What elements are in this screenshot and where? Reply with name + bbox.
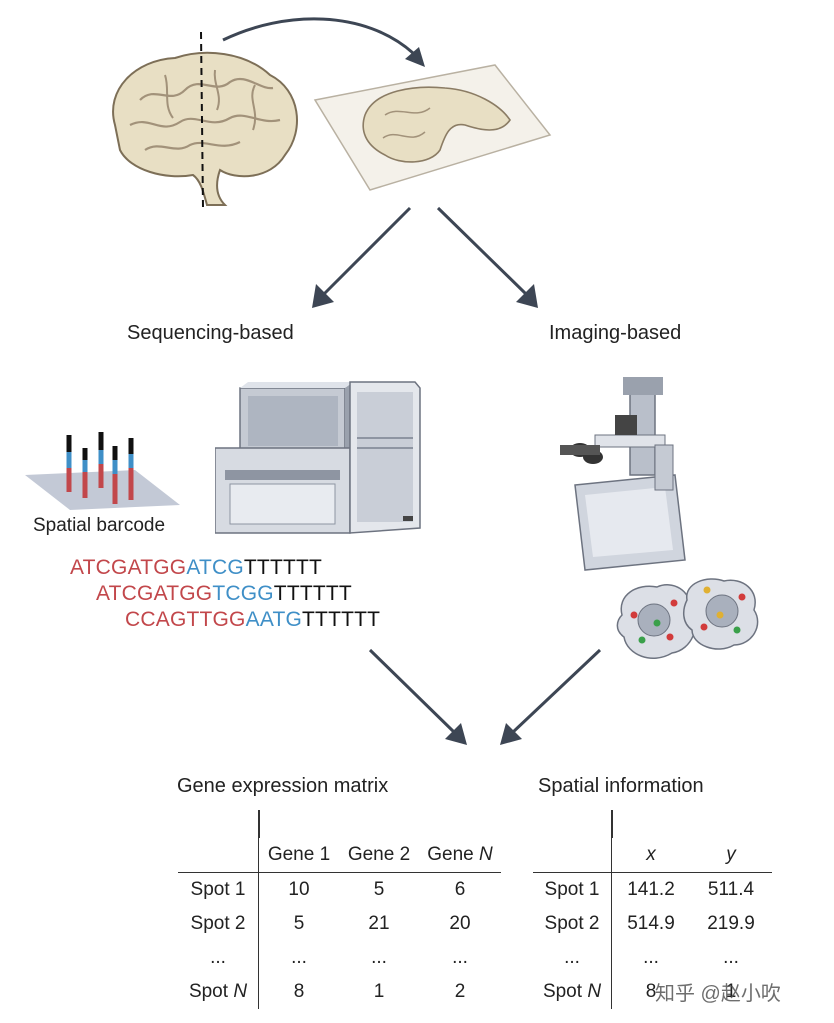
table-row: ... ... ... ... (178, 941, 501, 975)
table-cell: ... (452, 947, 468, 968)
table-cell: 21 (368, 913, 390, 934)
cells-illustration (616, 578, 759, 659)
table-cell: ... (723, 947, 739, 968)
table-row: Spot N 8 1 2 (178, 975, 501, 1009)
table-cell: 1 (373, 981, 385, 1002)
table-cell: 8 (293, 981, 305, 1002)
sequence-1-tail: TTTTTT (243, 556, 323, 579)
table-row: ... ... ... (533, 941, 772, 975)
sequencer-machine-icon (215, 381, 421, 534)
sequence-3-tail: TTTTTT (302, 608, 381, 631)
sequence-1-blue: ATCG (186, 556, 244, 579)
spatial-header-y: y (690, 838, 772, 873)
table-cell: 1 (725, 981, 737, 1002)
tissue-slide (313, 64, 552, 191)
gene-table-header-row: Gene 1 Gene 2 Gene N (178, 838, 501, 873)
gene-table-vertical-rule-top (258, 810, 260, 838)
brain-illustration (112, 31, 298, 209)
table-cell: Spot N (178, 975, 259, 1009)
spatial-header-corner (533, 838, 612, 873)
table-cell: Spot N (533, 975, 612, 1009)
sequence-1-red: ATCGATGG (70, 556, 187, 579)
table-cell: Spot 2 (533, 907, 612, 941)
sequence-line-2: ATCGATGGTCGGTTTTTT (96, 582, 352, 606)
table-cell: ... (291, 947, 307, 968)
table-row: Spot 1 10 5 6 (178, 872, 501, 907)
table-cell: 2 (454, 981, 466, 1002)
table-cell: 5 (293, 913, 305, 934)
curved-arrow (222, 17, 425, 67)
table-cell: 141.2 (627, 879, 675, 900)
gene-header-corner (178, 838, 259, 873)
table-row: Spot N 8 1 (533, 975, 772, 1009)
table-row: Spot 1 141.2 511.4 (533, 872, 772, 907)
sequence-2-red: ATCGATGG (96, 582, 213, 605)
spatial-info-table: x y Spot 1 141.2 511.4 Spot 2 514.9 219.… (533, 838, 772, 1009)
table-cell: ... (178, 941, 259, 975)
gene-header-1: Gene 1 (258, 838, 339, 873)
spatial-barcode-label: Spatial barcode (33, 515, 166, 536)
sequence-line-1: ATCGATGGATCGTTTTTT (70, 556, 322, 580)
table-cell: 514.9 (627, 913, 675, 934)
gene-matrix-title: Gene expression matrix (177, 775, 389, 797)
arrow-to-sequencing (312, 206, 412, 308)
arrow-from-imaging (500, 648, 602, 745)
table-cell: 8 (645, 981, 657, 1002)
table-cell: Spot 2 (178, 907, 259, 941)
table-cell: 6 (454, 879, 466, 900)
spatial-info-title: Spatial information (538, 775, 704, 797)
table-cell: Spot 1 (533, 872, 612, 907)
gene-header-2: Gene 2 (339, 838, 419, 873)
table-cell: 511.4 (707, 879, 755, 900)
table-cell: ... (643, 947, 659, 968)
watermark: 知乎 @赵小吹 (655, 983, 781, 1005)
spatial-header-x: x (611, 838, 690, 873)
spatial-table-vertical-rule-top (611, 810, 613, 838)
table-cell: 5 (373, 879, 385, 900)
table-row: Spot 2 514.9 219.9 (533, 907, 772, 941)
imaging-based-label: Imaging-based (549, 322, 682, 344)
table-cell: 20 (449, 913, 471, 934)
sequence-line-3: CCAGTTGGAATGTTTTTT (125, 608, 380, 632)
table-cell: Spot 1 (178, 872, 259, 907)
sequence-2-tail: TTTTTT (273, 582, 352, 605)
sequence-3-blue: AATG (245, 608, 303, 631)
gene-header-n: Gene N (419, 838, 501, 873)
microscope-icon (560, 377, 686, 571)
table-cell: ... (371, 947, 387, 968)
table-cell: ... (533, 941, 612, 975)
table-row: Spot 2 5 21 20 (178, 907, 501, 941)
arrow-to-imaging (436, 206, 538, 308)
table-cell: 219.9 (707, 913, 755, 934)
arrow-from-sequencing (368, 648, 467, 745)
table-cell: 10 (288, 879, 310, 900)
spatial-barcode-icon (25, 432, 180, 510)
spatial-table-header-row: x y (533, 838, 772, 873)
gene-expression-table: Gene 1 Gene 2 Gene N Spot 1 10 5 6 Spot … (178, 838, 501, 1009)
sequencing-based-label: Sequencing-based (127, 322, 294, 344)
sequence-2-blue: TCGG (212, 582, 274, 605)
sequence-3-red: CCAGTTGG (125, 608, 246, 631)
